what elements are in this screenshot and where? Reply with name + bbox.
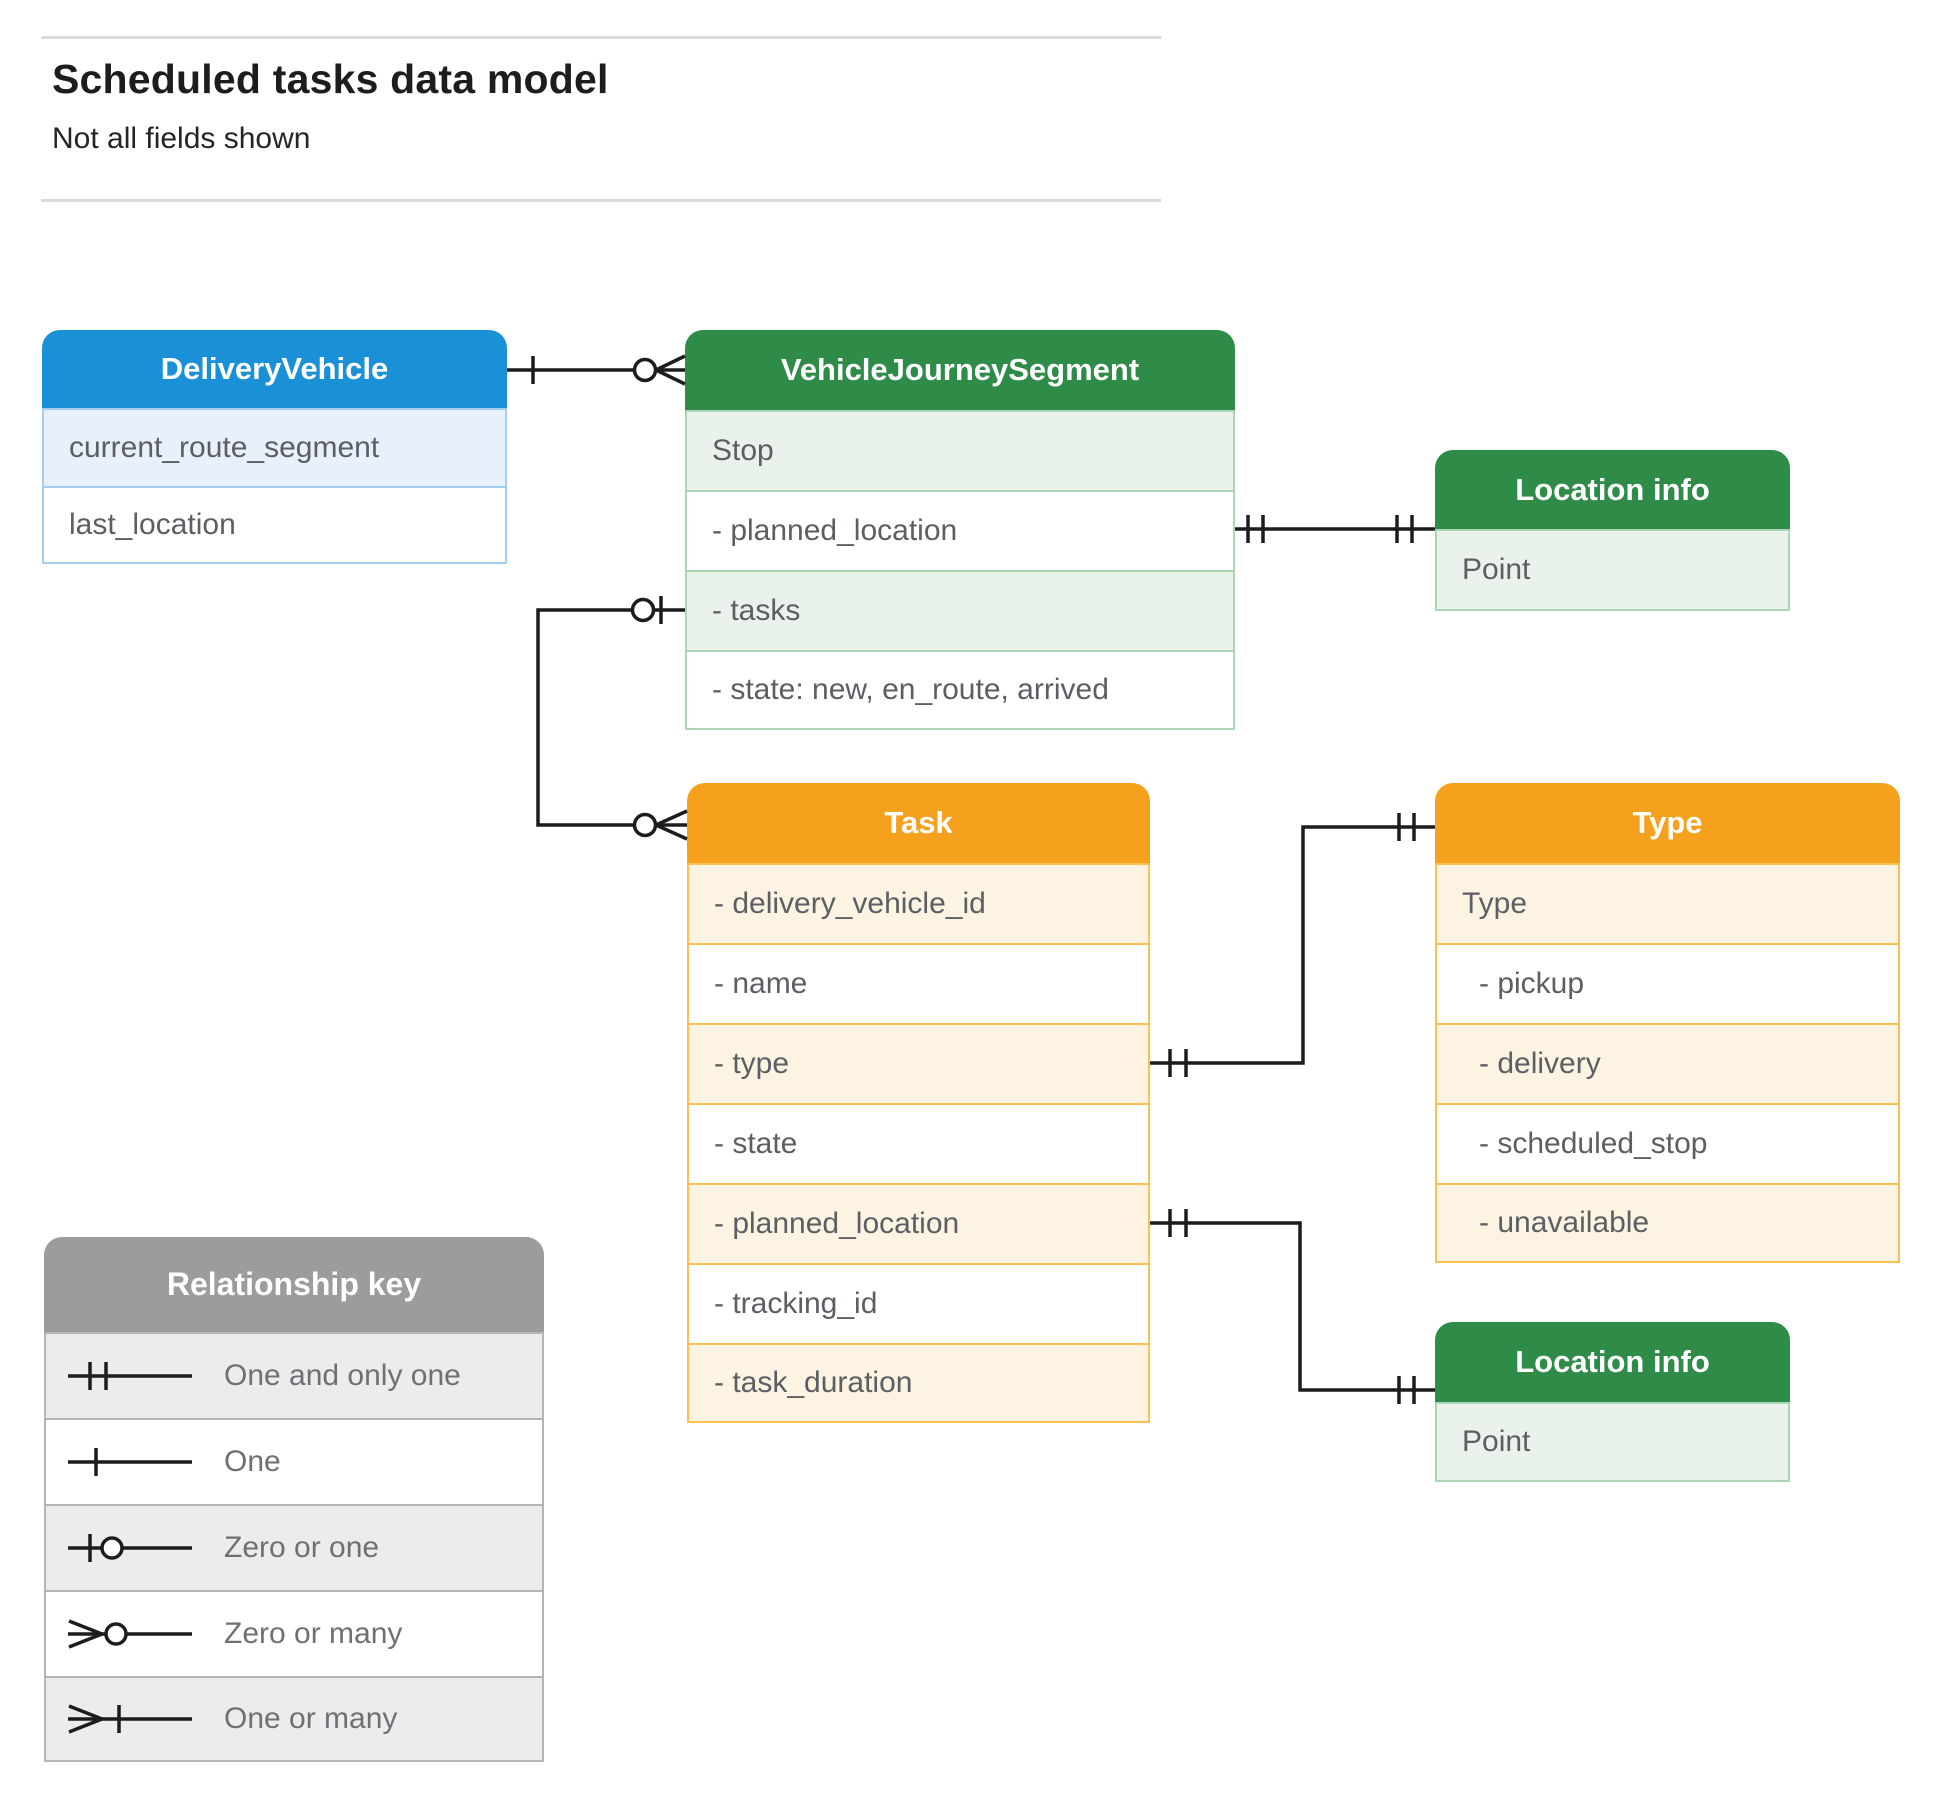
entity-field-row: last_location <box>42 486 507 564</box>
entity-field-row: current_route_segment <box>42 408 507 486</box>
top-divider <box>41 36 1161 39</box>
zero-or-one-symbol <box>68 1534 192 1562</box>
entity-header: Type <box>1435 783 1900 863</box>
subtitle-divider <box>41 199 1161 202</box>
entity-field-row: - delivery <box>1435 1023 1900 1103</box>
legend-label: One <box>224 1445 281 1478</box>
entity-header: Location info <box>1435 450 1790 529</box>
one-symbol <box>68 1448 192 1476</box>
connector-type-type-entity <box>1150 813 1435 1077</box>
entity-field-row: - scheduled_stop <box>1435 1103 1900 1183</box>
legend-label: Zero or many <box>224 1617 403 1650</box>
entity-location-info-bottom: Location info Point <box>1435 1322 1790 1482</box>
legend-row: One and only one <box>44 1332 544 1418</box>
entity-field-row: - tracking_id <box>687 1263 1150 1343</box>
entity-delivery-vehicle: DeliveryVehicle current_route_segment la… <box>42 330 507 564</box>
entity-type: Type Type - pickup - delivery - schedule… <box>1435 783 1900 1263</box>
legend-row: Zero or one <box>44 1504 544 1590</box>
entity-header: VehicleJourneySegment <box>685 330 1235 410</box>
entity-field-row: - planned_location <box>685 490 1235 570</box>
entity-field-row: - state: new, en_route, arrived <box>685 650 1235 730</box>
legend-label: One and only one <box>224 1359 461 1392</box>
zero-or-many-symbol <box>68 1619 192 1649</box>
entity-header: Task <box>687 783 1150 863</box>
legend-label: Zero or one <box>224 1531 380 1564</box>
connector-deliveryvehicle-vehiclejourneysegment <box>507 356 685 384</box>
legend-row: One <box>44 1418 544 1504</box>
entity-field-row: Stop <box>685 410 1235 490</box>
entity-field-row: - state <box>687 1103 1150 1183</box>
entity-field-row: Point <box>1435 529 1790 611</box>
entity-header: Location info <box>1435 1322 1790 1402</box>
connector-tasks-task <box>538 596 687 839</box>
one-or-many-symbol <box>68 1704 192 1734</box>
legend-label: One or many <box>224 1702 398 1735</box>
one-and-only-one-symbol <box>68 1362 192 1390</box>
entity-field-row: - planned_location <box>687 1183 1150 1263</box>
legend-row: One or many <box>44 1676 544 1762</box>
entity-field-row: - type <box>687 1023 1150 1103</box>
entity-task: Task - delivery_vehicle_id - name - type… <box>687 783 1150 1423</box>
relationship-key: Relationship key One and only one One <box>44 1237 544 1762</box>
entity-field-row: - task_duration <box>687 1343 1150 1423</box>
entity-header: DeliveryVehicle <box>42 330 507 408</box>
entity-field-row: - tasks <box>685 570 1235 650</box>
page-subtitle: Not all fields shown <box>52 122 311 155</box>
legend-row: Zero or many <box>44 1590 544 1676</box>
entity-location-info-top: Location info Point <box>1435 450 1790 611</box>
entity-field-row: - delivery_vehicle_id <box>687 863 1150 943</box>
entity-field-row: - unavailable <box>1435 1183 1900 1263</box>
connector-plannedlocation-locationinfo-top <box>1235 515 1435 543</box>
page-title: Scheduled tasks data model <box>52 56 609 102</box>
relationship-key-header: Relationship key <box>44 1237 544 1332</box>
entity-field-row: Type <box>1435 863 1900 943</box>
entity-vehicle-journey-segment: VehicleJourneySegment Stop - planned_loc… <box>685 330 1235 730</box>
entity-field-row: Point <box>1435 1402 1790 1482</box>
entity-field-row: - name <box>687 943 1150 1023</box>
connector-plannedlocation-locationinfo-bottom <box>1150 1209 1435 1404</box>
entity-field-row: - pickup <box>1435 943 1900 1023</box>
